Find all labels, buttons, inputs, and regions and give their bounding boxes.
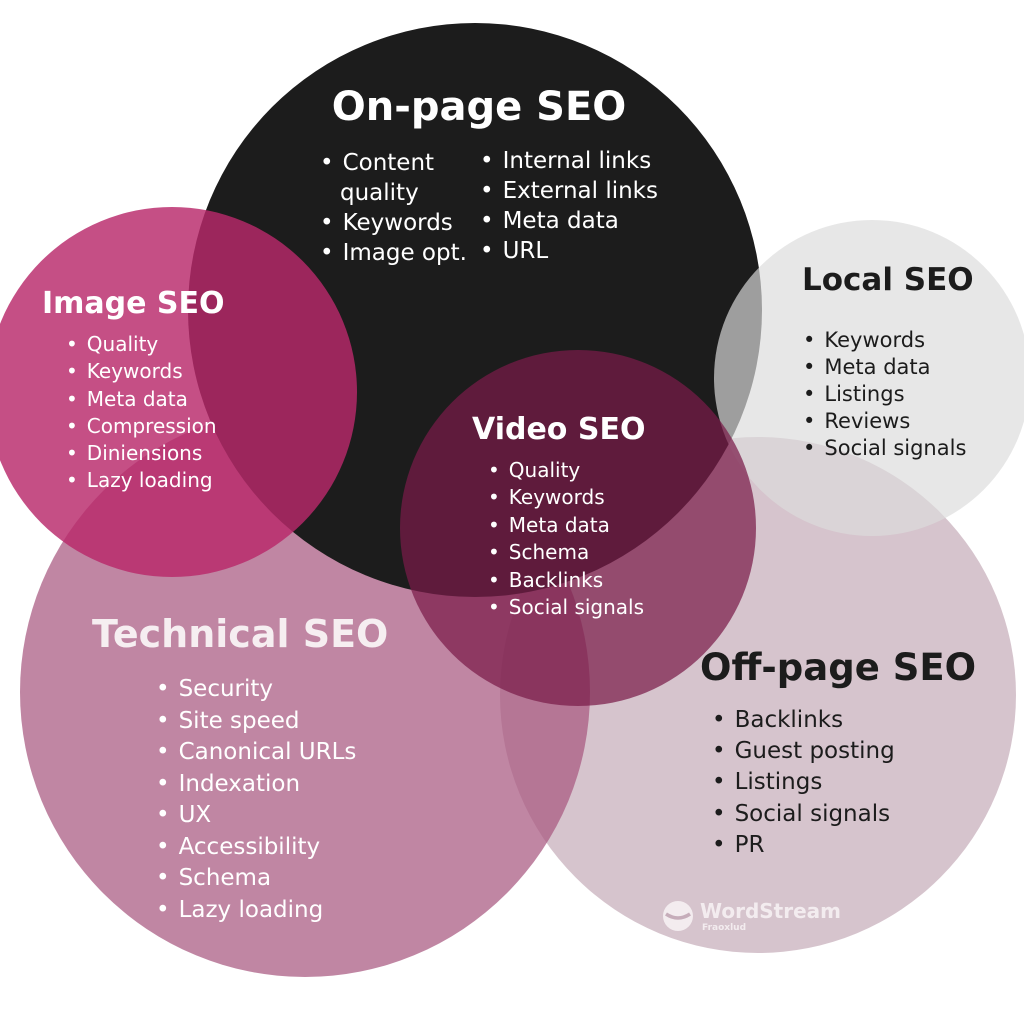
list-item: Image opt. (320, 238, 480, 268)
list-item: Social signals (712, 799, 895, 830)
image-list: Quality Keywords Meta data Compression D… (66, 331, 217, 495)
list-item: Meta data (803, 354, 966, 381)
list-item: Indexation (156, 769, 356, 801)
list-item: Lazy loading (156, 895, 356, 927)
list-item: Listings (712, 767, 895, 798)
list-item: Keywords (320, 208, 480, 238)
local-list: Keywords Meta data Listings Reviews Soci… (803, 327, 966, 462)
technical-title: Technical SEO (92, 612, 389, 656)
list-item: Accessibility (156, 832, 356, 864)
list-item: Canonical URLs (156, 737, 357, 769)
list-item: Internal links (480, 146, 658, 176)
list-item: Security (156, 674, 356, 706)
list-item: Schema (156, 863, 356, 895)
onpage-list-right: Internal links External links Meta data … (480, 146, 658, 266)
onpage-list-left: Content quality Keywords Image opt. (320, 148, 480, 268)
list-item: Backlinks (488, 567, 644, 594)
list-item: Schema (488, 539, 644, 566)
video-title: Video SEO (472, 412, 646, 447)
list-item: Social signals (803, 435, 966, 462)
list-item: External links (480, 176, 658, 206)
list-item: Social signals (488, 594, 644, 621)
list-item: Listings (803, 381, 966, 408)
onpage-title: On-page SEO (331, 84, 627, 130)
list-item: Guest posting (712, 736, 895, 767)
list-item: Keywords (803, 327, 966, 354)
wordstream-logo-icon (663, 901, 693, 931)
list-item: Meta data (480, 206, 658, 236)
logo-name: WordStream (700, 899, 841, 923)
image-title: Image SEO (42, 286, 225, 321)
list-item: PR (712, 830, 895, 861)
list-item: Quality (66, 331, 217, 358)
list-item: Keywords (66, 358, 217, 385)
list-item: Reviews (803, 408, 966, 435)
list-item: Quality (488, 457, 644, 484)
video-list: Quality Keywords Meta data Schema Backli… (488, 457, 644, 621)
list-item: Diniensions (66, 440, 217, 467)
offpage-list: Backlinks Guest posting Listings Social … (712, 705, 895, 861)
list-item: UX (156, 800, 356, 832)
list-item: Keywords (488, 484, 644, 511)
local-title: Local SEO (802, 262, 974, 298)
list-item: Compression (66, 413, 217, 440)
technical-list: Security Site speed Canonical URLs Index… (156, 674, 357, 927)
list-item: URL (480, 236, 658, 266)
list-item: Lazy loading (66, 467, 217, 494)
list-item: Site speed (156, 706, 356, 738)
wordstream-logo: WordStream Fraoxlud (662, 898, 862, 938)
offpage-title: Off-page SEO (700, 646, 977, 689)
list-item: Meta data (66, 386, 217, 413)
list-item: Content quality (320, 148, 480, 208)
logo-subtitle: Fraoxlud (702, 923, 747, 933)
list-item: Backlinks (712, 705, 895, 736)
list-item: Meta data (488, 512, 644, 539)
